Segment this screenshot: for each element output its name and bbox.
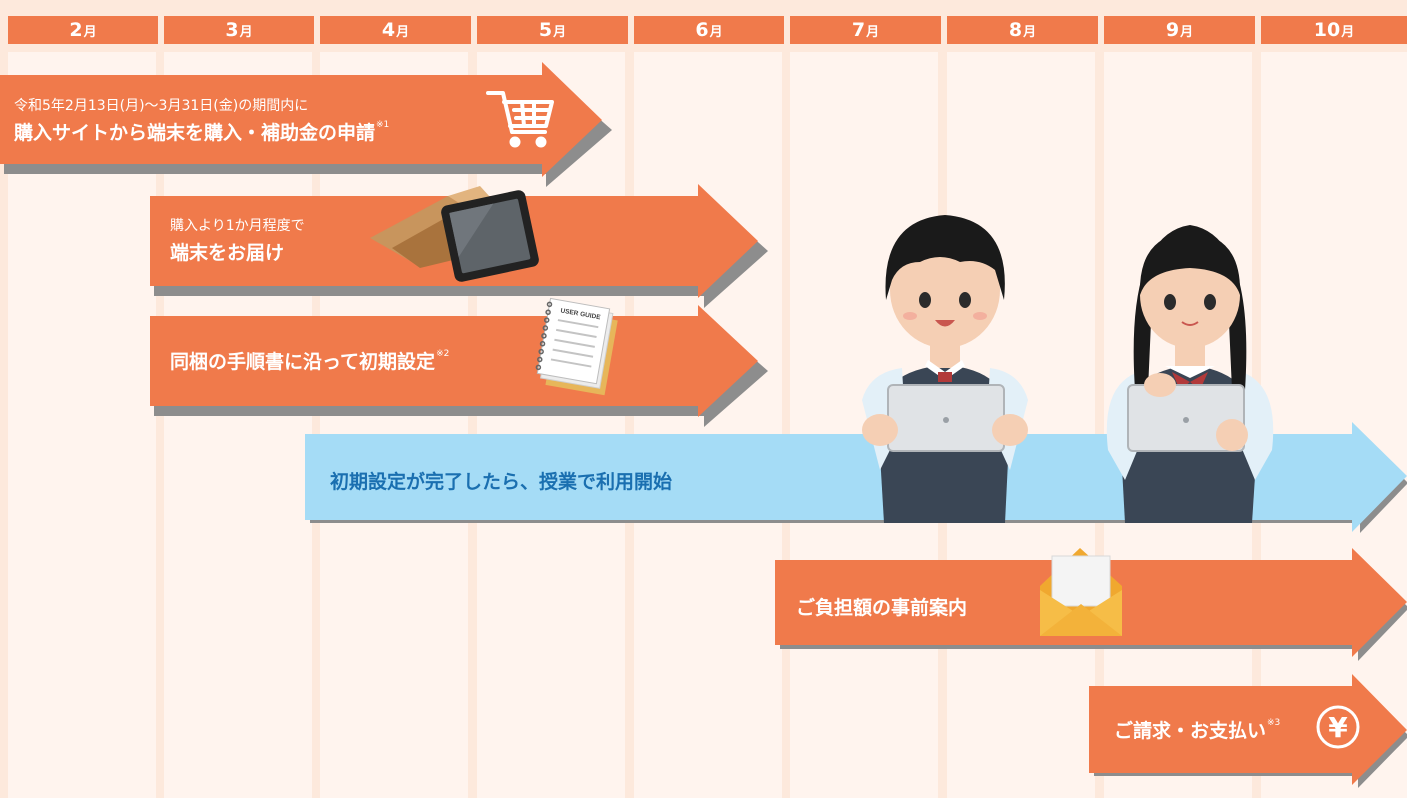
step-4-label: 初期設定が完了したら、授業で利用開始	[330, 471, 673, 493]
step-3-text: 同梱の手順書に沿って初期設定※2	[170, 347, 449, 374]
column-month-2	[8, 52, 156, 798]
column-month-6	[634, 52, 782, 798]
students-with-tablets-icon	[862, 215, 1274, 523]
step-1-period: 令和5年2月13日(月)～3月31日(金)の期間内に	[14, 98, 309, 114]
column-month-10	[1261, 52, 1407, 798]
step-6-arrow	[1089, 674, 1407, 788]
step-2-timing: 購入より1か月程度で	[170, 218, 305, 234]
step-1-arrow	[0, 62, 612, 187]
yen-icon: ¥	[1316, 705, 1360, 749]
step-3-label: 同梱の手順書に沿って初期設定	[170, 351, 436, 373]
tablet-in-box-icon	[370, 186, 539, 282]
shopping-cart-icon	[486, 91, 554, 148]
column-month-3	[164, 52, 312, 798]
step-6-text: ご請求・お支払い※3	[1114, 716, 1280, 743]
student-boy	[862, 215, 1028, 523]
step-6-label: ご請求・お支払い	[1114, 720, 1267, 742]
user-guide-icon: USER GUIDE	[535, 297, 618, 396]
step-1-text: 令和5年2月13日(月)～3月31日(金)の期間内に 購入サイトから端末を購入・…	[14, 95, 389, 145]
step-5-label: ご負担額の事前案内	[796, 597, 968, 619]
step-6-note: ※3	[1267, 718, 1281, 728]
step-1-note: ※1	[376, 120, 390, 130]
envelope-icon	[1040, 548, 1122, 636]
step-1-label: 購入サイトから端末を購入・補助金の申請	[14, 122, 376, 144]
column-month-4	[320, 52, 468, 798]
svg-text:¥: ¥	[1328, 711, 1348, 744]
step-2-text: 購入より1か月程度で 端末をお届け	[170, 215, 305, 265]
step-5-text: ご負担額の事前案内	[796, 593, 967, 620]
student-girl	[1106, 225, 1274, 523]
step-2-label: 端末をお届け	[170, 242, 285, 264]
step-3-note: ※2	[436, 349, 450, 359]
step-4-text: 初期設定が完了したら、授業で利用開始	[330, 467, 672, 494]
